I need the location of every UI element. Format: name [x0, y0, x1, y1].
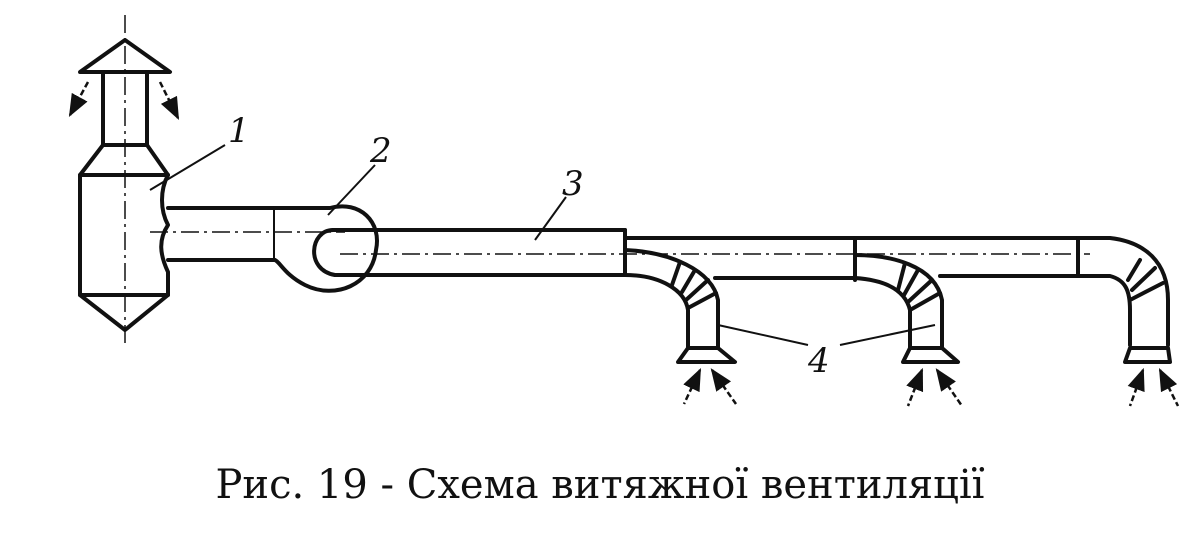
- hood-1: [676, 346, 737, 364]
- connecting-pipe: [166, 206, 277, 262]
- airflow-arrows: [68, 81, 1180, 407]
- exhaust-outlet-pipe: [101, 70, 149, 147]
- fan-motor: [273, 204, 379, 293]
- centerlines: [124, 15, 1090, 345]
- fan-housing: [78, 143, 170, 332]
- hood-2: [901, 346, 960, 364]
- label-hoods: 4: [807, 341, 830, 381]
- label-fan: 1: [228, 111, 250, 151]
- hood-3: [1123, 346, 1172, 364]
- figure-caption: Рис. 19 - Схема витяжної вентиляції: [215, 462, 985, 508]
- label-duct: 3: [562, 164, 584, 204]
- label-motor: 2: [369, 131, 392, 171]
- hood-branch-2: [853, 253, 944, 350]
- main-duct: [331, 228, 1170, 347]
- hood-branch-1: [623, 248, 720, 350]
- leader-lines: [149, 144, 936, 346]
